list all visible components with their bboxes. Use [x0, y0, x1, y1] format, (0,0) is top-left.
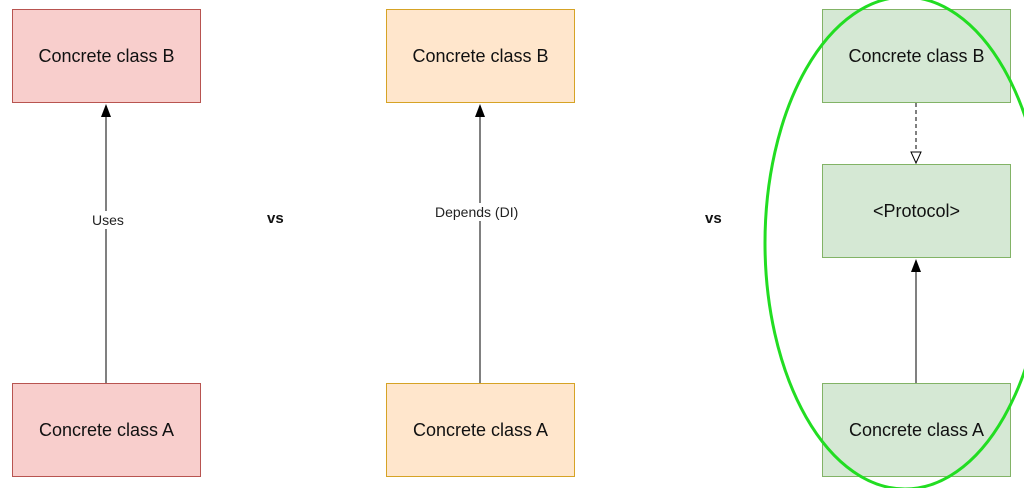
- protocol-arrow-head: [911, 259, 921, 272]
- class-b-label: Concrete class B: [412, 45, 549, 66]
- class-a-box-injected[interactable]: Concrete class A: [386, 383, 575, 477]
- class-a-label: Concrete class A: [848, 419, 985, 440]
- class-b-box-protocol[interactable]: Concrete class B: [822, 9, 1011, 103]
- vs-separator: vs: [705, 210, 722, 227]
- protocol-box[interactable]: <Protocol>: [822, 164, 1011, 258]
- vs-separator: vs: [267, 210, 284, 227]
- implements-arrow-head: [910, 151, 922, 165]
- class-a-box-direct[interactable]: Concrete class A: [12, 383, 201, 477]
- protocol-label: <Protocol>: [872, 200, 961, 221]
- uses-edge-label: Uses: [90, 211, 126, 229]
- class-b-box-injected[interactable]: Concrete class B: [386, 9, 575, 103]
- class-a-label: Concrete class A: [38, 419, 175, 440]
- class-a-label: Concrete class A: [412, 419, 549, 440]
- uses-arrow-head: [101, 104, 111, 117]
- class-a-box-protocol[interactable]: Concrete class A: [822, 383, 1011, 477]
- class-b-box-direct[interactable]: Concrete class B: [12, 9, 201, 103]
- class-b-label: Concrete class B: [38, 45, 175, 66]
- class-b-label: Concrete class B: [848, 45, 985, 66]
- depends-edge-label: Depends (DI): [433, 203, 521, 221]
- depends-arrow-head: [475, 104, 485, 117]
